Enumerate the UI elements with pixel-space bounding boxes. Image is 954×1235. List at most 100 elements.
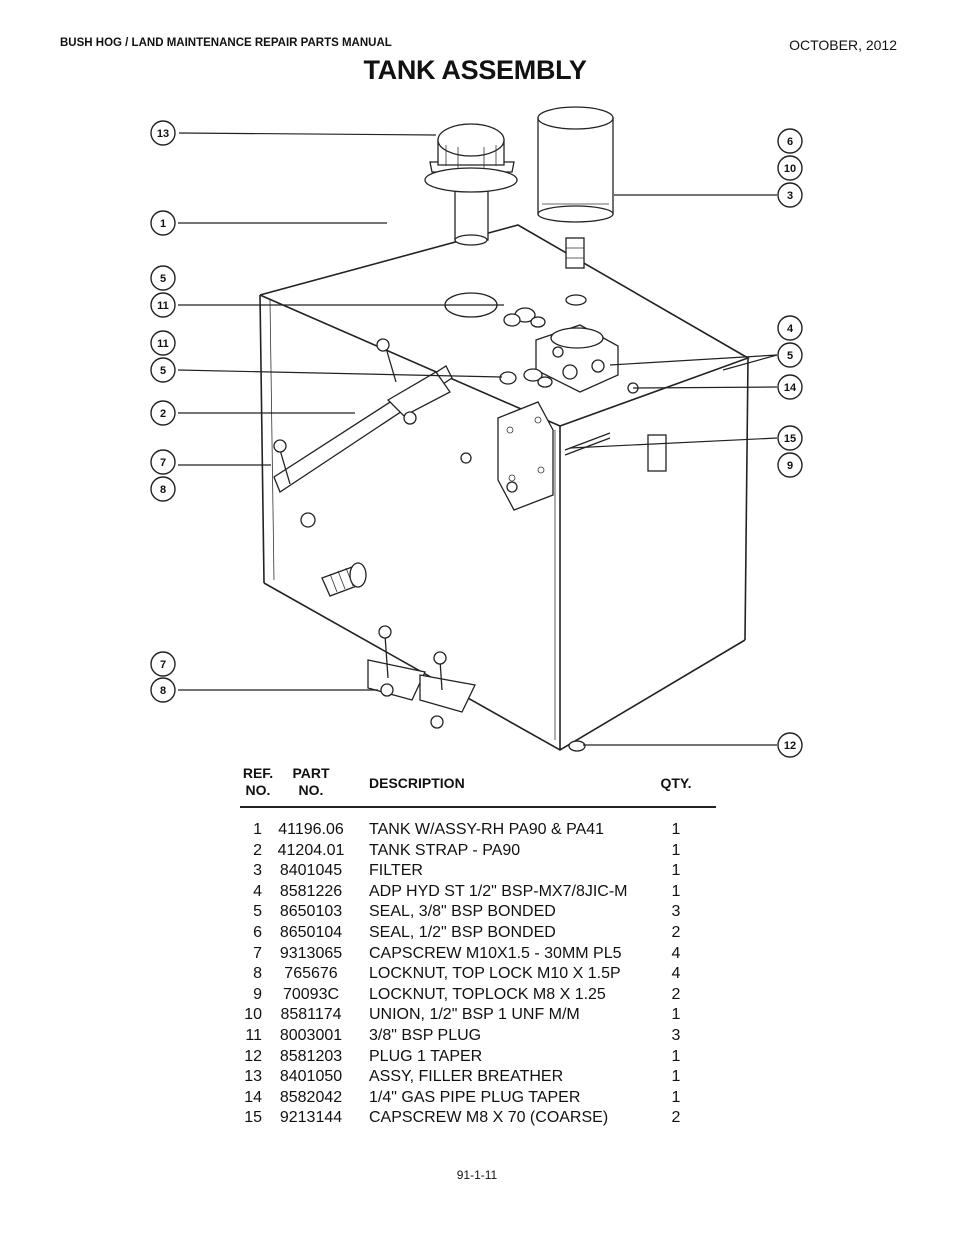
table-row: 8 765676 LOCKNUT, TOP LOCK M10 X 1.5P 4 [240,964,716,985]
ref-cell: 13 [244,1068,262,1086]
svg-text:5: 5 [787,350,793,362]
svg-text:3: 3 [787,190,793,202]
ref-cell: 14 [244,1088,262,1106]
svg-text:15: 15 [784,433,796,445]
svg-text:14: 14 [784,382,797,394]
tank-body [259,224,750,751]
svg-text:1: 1 [160,218,166,230]
svg-text:12: 12 [784,740,796,752]
description-cell: LOCKNUT, TOPLOCK M8 X 1.25 [369,985,606,1003]
table-row: 5 8650103 SEAL, 3/8" BSP BONDED 3 [240,902,716,923]
callout-14: 14 [777,374,803,400]
description-cell: UNION, 1/2" BSP 1 UNF M/M [369,1006,580,1024]
svg-text:5: 5 [160,273,166,285]
qty-cell: 1 [671,1088,681,1106]
svg-text:2: 2 [160,408,166,420]
qty-cell: 3 [671,1026,681,1044]
description-cell: FILTER [369,862,423,880]
description-cell: SEAL, 3/8" BSP BONDED [369,903,556,921]
callout-bubbles: 13 1 5 11 11 5 2 7 8 7 8 6 10 3 4 5 14 1… [150,120,803,758]
description-cell: PLUG 1 TAPER [369,1047,483,1065]
part-number-cell: 8401050 [279,1068,343,1086]
description-cell: 1/4" GAS PIPE PLUG TAPER [369,1088,581,1106]
callout-5: 5 [150,265,176,291]
mounting-plate [460,401,667,511]
callout-9: 9 [777,452,803,478]
ref-cell: 8 [253,965,262,983]
tank-strap [273,338,453,528]
callout-13: 13 [150,120,176,146]
ref-cell: 3 [253,862,262,880]
qty-cell: 2 [671,985,681,1003]
svg-text:13: 13 [157,128,169,140]
ref-cell: 5 [253,903,262,921]
ref-cell: 6 [253,923,262,941]
callout-11: 11 [150,330,176,356]
callout-5: 5 [150,357,176,383]
header-ref: REF.NO. [242,765,274,798]
ref-cell: 10 [244,1006,262,1024]
qty-cell: 1 [671,1068,681,1086]
callout-4: 4 [777,315,803,341]
qty-cell: 1 [671,841,681,859]
qty-cell: 2 [671,1109,681,1127]
qty-cell: 4 [671,944,681,962]
manifold-block [499,307,639,394]
qty-cell: 3 [671,903,681,921]
callout-12: 12 [777,732,803,758]
callout-8: 8 [150,476,176,502]
callout-6: 6 [777,128,803,154]
callout-1: 1 [150,210,176,236]
part-number-cell: 765676 [284,965,338,983]
part-number-cell: 70093C [282,985,340,1003]
part-number-cell: 8582042 [279,1088,343,1106]
qty-cell: 4 [671,965,681,983]
ref-cell: 7 [253,944,262,962]
description-cell: TANK STRAP - PA90 [369,841,521,859]
ref-cell: 15 [244,1109,262,1127]
description-cell: CAPSCREW M10X1.5 - 30MM PL5 [369,944,622,962]
qty-cell: 1 [671,1047,681,1065]
side-fitting [321,562,367,597]
svg-text:11: 11 [157,338,169,350]
table-row: 10 8581174 UNION, 1/2" BSP 1 UNF M/M 1 [240,1005,716,1026]
qty-cell: 1 [671,1006,681,1024]
svg-text:11: 11 [157,300,169,312]
part-number-cell: 9313065 [279,944,343,962]
page-title: TANK ASSEMBLY [363,55,587,85]
description-cell: TANK W/ASSY-RH PA90 & PA41 [369,821,605,838]
svg-text:7: 7 [160,659,166,671]
qty-cell: 1 [671,821,681,838]
manual-date: OCTOBER, 2012 [789,37,897,53]
ref-cell: 12 [244,1047,262,1065]
svg-text:4: 4 [787,323,794,335]
table-row: 7 9313065 CAPSCREW M10X1.5 - 30MM PL5 4 [240,944,716,965]
tank-assembly-diagram: 13 1 5 11 11 5 2 7 8 7 8 6 10 3 4 5 14 1… [150,106,803,758]
manual-title: BUSH HOG / LAND MAINTENANCE REPAIR PARTS… [60,37,392,49]
callout-2: 2 [150,400,176,426]
callout-15: 15 [777,425,803,451]
part-number-cell: 8650104 [279,923,343,941]
description-cell: CAPSCREW M8 X 70 (COARSE) [369,1109,609,1127]
svg-text:7: 7 [160,457,166,469]
svg-text:9: 9 [787,460,793,472]
part-number-cell: 8650103 [279,903,343,921]
svg-text:5: 5 [160,365,166,377]
qty-cell: 2 [671,923,681,941]
filter-canister [537,106,614,306]
header-description: DESCRIPTION [369,775,465,791]
description-cell: LOCKNUT, TOP LOCK M10 X 1.5P [369,965,621,983]
part-number-cell: 8581174 [280,1006,342,1024]
callout-10: 10 [777,155,803,181]
part-number-cell: 8003001 [279,1026,343,1044]
table-row: 14 8582042 1/4" GAS PIPE PLUG TAPER 1 [240,1088,716,1109]
